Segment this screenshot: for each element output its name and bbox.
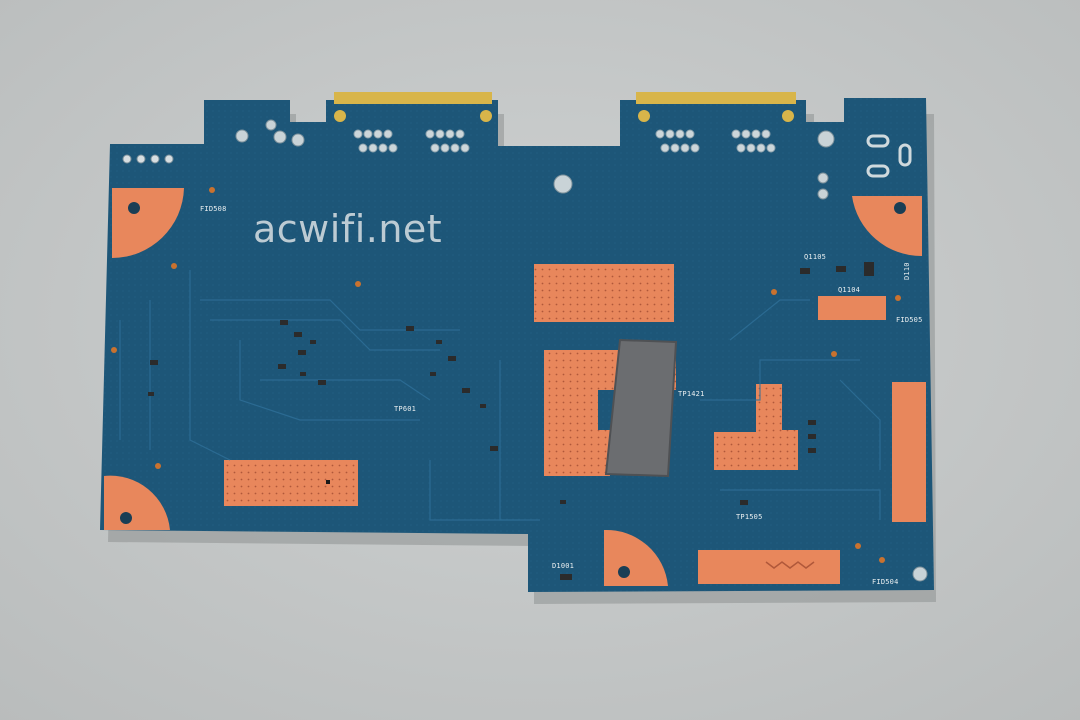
silk-tp1505: TP1505	[736, 513, 763, 521]
copper-shield-pad-left	[224, 460, 358, 506]
silk-d1001: D1001	[552, 562, 575, 570]
silk-tp1421: TP1421	[678, 390, 705, 398]
header-pins	[122, 154, 174, 164]
connector-pins-right-b	[731, 129, 776, 153]
connector-pins-left-a	[353, 129, 398, 153]
connector-pins-right-a	[655, 129, 700, 153]
thermal-pad	[606, 340, 676, 476]
silk-fid504: FID504	[872, 578, 899, 586]
silk-tp601: TP601	[394, 405, 417, 413]
gold-edge-connector-right	[636, 92, 796, 104]
pcb-traces	[119, 270, 881, 521]
silk-fid505: FID505	[896, 316, 923, 324]
smd-components	[148, 262, 874, 580]
copper-shield-pad-bottom	[698, 550, 840, 584]
silk-d1100: D110	[903, 262, 911, 280]
copper-shield-pad-top	[534, 264, 674, 322]
copper-shield-pad-right-small	[818, 296, 886, 320]
watermark-text: acwifi.net	[253, 207, 443, 251]
copper-shield-pad-right-strip	[892, 382, 926, 522]
gold-edge-connector-left	[334, 92, 492, 104]
copper-shield-pad-chip	[714, 384, 798, 470]
connector-pins-left-b	[425, 129, 470, 153]
silk-q1105: Q1105	[804, 253, 827, 261]
silk-fid508: FID508	[200, 205, 227, 213]
silk-q1104: Q1104	[838, 286, 861, 294]
